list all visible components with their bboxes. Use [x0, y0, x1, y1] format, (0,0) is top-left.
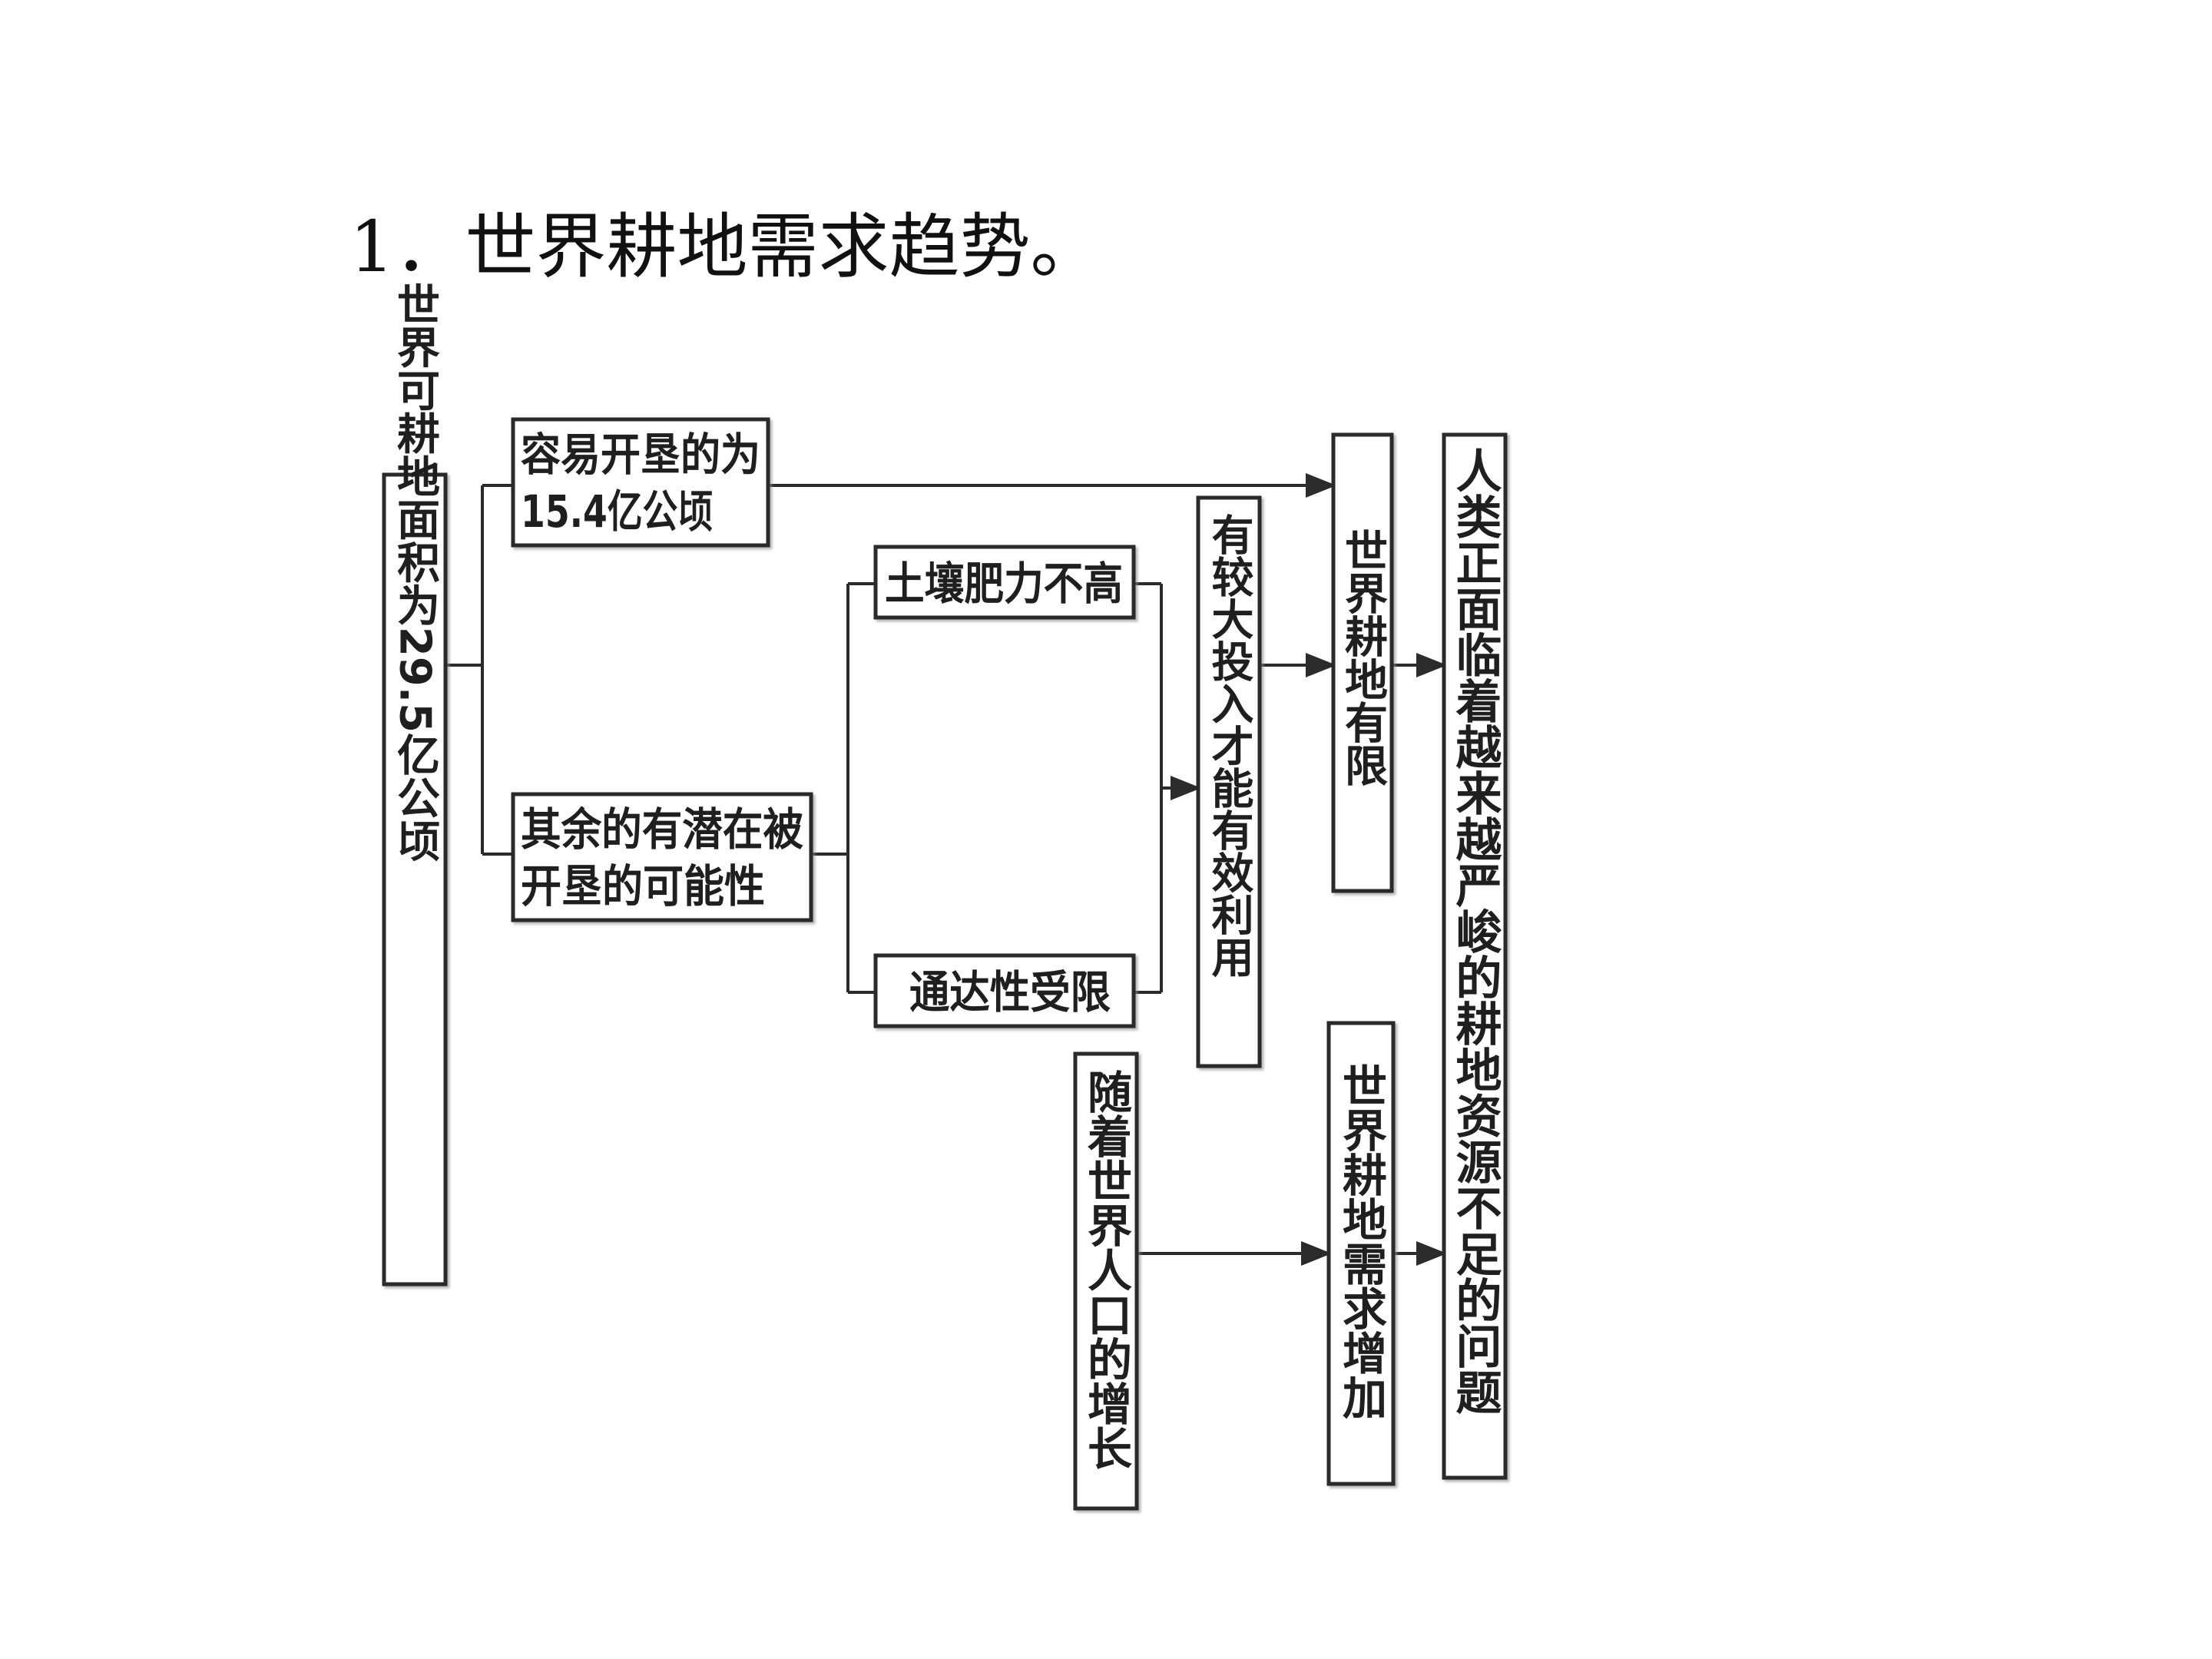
conclusion-box: 人类正面临着越来越严峻的耕地资源不足的问题 [1442, 432, 1508, 1480]
big-investment-text: 有较大投入才能有效利用 [1204, 513, 1254, 978]
soil-fertility-text: 土壤肥力不高 [885, 558, 1123, 610]
potential-line1: 其余的有潜在被 [521, 803, 803, 856]
accessibility-text: 通达性受限 [909, 966, 1111, 1018]
soil-fertility-box: 土壤肥力不高 [873, 545, 1136, 620]
easy-reclaim-box: 容易开垦的为 15.4亿公顷 [511, 417, 770, 548]
potential-box: 其余的有潜在被 开垦的可能性 [511, 792, 813, 922]
conclusion-text: 人类正面临着越来越严峻的耕地资源不足的问题 [1448, 447, 1502, 1415]
population-growth-text: 随着世界人口的增长 [1080, 1069, 1132, 1470]
cropland-limited-text: 世界耕地有限 [1338, 528, 1388, 786]
easy-reclaim-line2: 15.4亿公顷 [521, 485, 713, 538]
big-investment-box: 有较大投入才能有效利用 [1196, 495, 1262, 1068]
cropland-limited-box: 世界耕地有限 [1331, 432, 1394, 893]
total-area-text: 世界可耕地面积为29.5亿公顷 [390, 283, 440, 862]
potential-line2: 开垦的可能性 [521, 860, 765, 912]
population-growth-box: 随着世界人口的增长 [1073, 1051, 1139, 1511]
connectors [445, 473, 1447, 1266]
easy-reclaim-line1: 容易开垦的为 [521, 429, 760, 481]
demand-increase-text: 世界耕地需求增加 [1335, 1063, 1387, 1419]
demand-increase-box: 世界耕地需求增加 [1326, 1021, 1396, 1486]
page-title: 1．世界耕地需求趋势。 [349, 206, 1101, 288]
accessibility-box: 通达性受限 [873, 953, 1136, 1028]
total-area-box: 世界可耕地面积为29.5亿公顷 [382, 283, 448, 1286]
